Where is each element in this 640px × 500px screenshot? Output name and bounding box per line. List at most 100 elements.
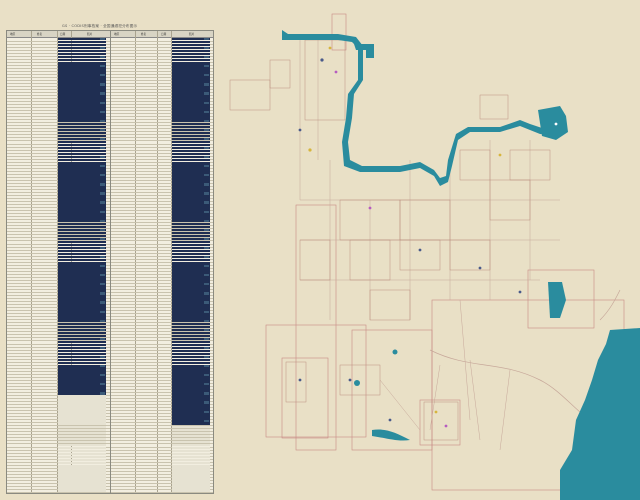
table-row (111, 128, 213, 133)
table-row (111, 164, 213, 169)
photo-icon (204, 183, 209, 186)
table-row (111, 464, 213, 469)
landmark-marker (298, 378, 302, 382)
photo-icon (100, 65, 105, 68)
district-outline (459, 149, 491, 181)
photo-icon (204, 146, 209, 150)
photo-thumbnail (172, 167, 210, 171)
photo-thumbnail (58, 334, 106, 338)
photo-thumbnail (172, 113, 210, 117)
photo-thumbnail (172, 280, 210, 283)
photo-thumbnail (58, 374, 106, 377)
photo-thumbnail (58, 464, 106, 468)
table-row (111, 301, 213, 306)
photo-thumbnail (172, 337, 210, 341)
photo-thumbnail (172, 358, 210, 362)
photo-thumbnail (172, 386, 210, 389)
photo-thumbnail (172, 155, 210, 159)
landmark-marker (348, 378, 352, 382)
photo-thumbnail (58, 171, 106, 174)
photo-thumbnail (172, 207, 210, 210)
photo-thumbnail (172, 389, 210, 392)
table-row (111, 116, 213, 121)
photo-thumbnail (172, 431, 210, 435)
photo-icon (204, 365, 209, 368)
table-row (111, 71, 213, 75)
table-row (111, 77, 213, 81)
photo-thumbnail (58, 216, 106, 220)
table-row (111, 89, 213, 93)
photo-thumbnail (172, 480, 210, 483)
photo-thumbnail (172, 425, 210, 429)
photo-icon (100, 319, 105, 322)
table-row (111, 143, 213, 148)
table-row (111, 452, 213, 457)
table-row (111, 349, 213, 354)
photo-thumbnail (58, 92, 106, 95)
photo-icon (100, 137, 105, 141)
photo-thumbnail (172, 201, 210, 204)
photo-thumbnail (58, 240, 106, 244)
table-row (111, 486, 213, 490)
table-row (111, 234, 213, 239)
photo-thumbnail (172, 455, 210, 459)
photo-thumbnail (58, 395, 106, 398)
poster-title: GS · CODIS刑事档案 · 全国通缉犯分布图示 (62, 24, 138, 28)
photo-thumbnail (172, 210, 210, 213)
photo-icon (204, 256, 209, 259)
table-row (111, 343, 213, 348)
photo-thumbnail (172, 131, 210, 135)
photo-thumbnail (172, 286, 210, 289)
photo-thumbnail (172, 352, 210, 356)
table-row (111, 392, 213, 396)
photo-thumbnail (58, 483, 106, 486)
photo-thumbnail (172, 89, 210, 92)
photo-thumbnail (172, 361, 210, 365)
photo-thumbnail (58, 322, 106, 326)
photo-thumbnail (172, 289, 210, 292)
photo-thumbnail (58, 370, 106, 374)
photo-icon (100, 301, 105, 304)
table-row (111, 137, 213, 142)
left-header-name: 姓名 (37, 32, 43, 36)
photo-thumbnail (172, 416, 210, 420)
table-row (111, 107, 213, 112)
table-row (111, 167, 213, 172)
photo-thumbnail (58, 213, 106, 217)
table-row (111, 458, 213, 463)
district-outline (419, 399, 461, 446)
photo-icon (204, 383, 209, 386)
photo-thumbnail (58, 410, 106, 413)
landmark-markers (298, 46, 558, 428)
table-row (111, 292, 213, 297)
left-header-date: 日期 (60, 32, 66, 36)
water-features (282, 30, 640, 500)
photo-icon (204, 401, 209, 404)
photo-icon (204, 56, 209, 59)
photo-thumbnail (172, 77, 210, 80)
table-row (111, 37, 213, 42)
table-row (111, 174, 213, 178)
table-row (111, 395, 213, 400)
landmark-marker (434, 410, 438, 414)
photo-thumbnail (172, 298, 210, 301)
photo-thumbnail (172, 110, 210, 113)
photo-icon (100, 328, 105, 331)
photo-thumbnail (58, 80, 106, 83)
table-row (111, 334, 213, 339)
table-row (111, 192, 213, 197)
table-row (111, 216, 213, 221)
photo-thumbnail (172, 231, 210, 235)
table-row (111, 477, 213, 481)
table-row (111, 231, 213, 236)
table-row (111, 346, 213, 351)
photo-thumbnail (172, 107, 210, 110)
photo-thumbnail (172, 398, 210, 401)
photo-thumbnail (172, 474, 210, 477)
right-header-photo: 照片 (189, 32, 195, 36)
photo-icon (100, 265, 105, 268)
table-row (111, 180, 213, 184)
photo-thumbnail (172, 40, 210, 44)
table-row (111, 155, 213, 160)
photo-thumbnail (58, 128, 106, 132)
